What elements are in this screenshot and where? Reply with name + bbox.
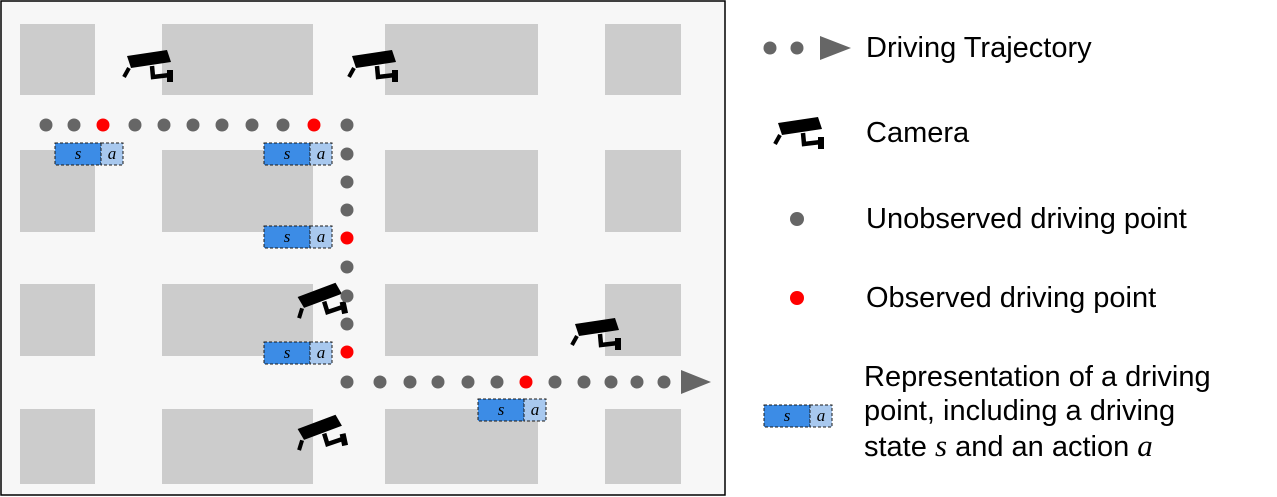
unobserved-point	[657, 375, 671, 389]
observed-point	[519, 375, 533, 389]
city-blocks	[20, 24, 681, 484]
unobserved-point	[39, 118, 53, 132]
unobserved-point	[630, 375, 644, 389]
map-frame	[0, 0, 726, 496]
unobserved-point	[157, 118, 171, 132]
unobserved-point	[215, 118, 229, 132]
observed-point	[340, 231, 354, 245]
state-symbol: s	[934, 428, 948, 464]
observed-point	[307, 118, 321, 132]
action-label: a	[317, 227, 326, 246]
unobserved-point	[276, 118, 290, 132]
legend-camera-label: Camera	[866, 117, 970, 149]
unobserved-point	[340, 203, 354, 217]
legend-unobserved-dot	[790, 212, 804, 226]
unobserved-point	[245, 118, 259, 132]
action-label: a	[531, 400, 540, 419]
state-label: s	[284, 343, 291, 362]
action-cell	[809, 404, 833, 428]
unobserved-point	[340, 118, 354, 132]
legend-dot	[763, 41, 777, 55]
legend-observed-label: Observed driving point	[866, 282, 1157, 314]
unobserved-point	[340, 289, 354, 303]
legend-camera-icon	[775, 117, 824, 149]
legend-dot	[790, 41, 804, 55]
unobserved-point	[340, 175, 354, 189]
action-label: a	[317, 144, 326, 163]
action-cell	[523, 398, 547, 422]
observed-point	[96, 118, 110, 132]
legend-representation-label: Representation of a driving point, inclu…	[864, 360, 1211, 465]
action-cell	[309, 142, 333, 166]
action-cell	[309, 341, 333, 365]
unobserved-point	[128, 118, 142, 132]
unobserved-point	[67, 118, 81, 132]
unobserved-point	[340, 147, 354, 161]
arrow-head-icon	[681, 370, 711, 394]
state-label: s	[784, 406, 791, 425]
state-label: s	[284, 144, 291, 163]
unobserved-point	[604, 375, 618, 389]
action-label: a	[317, 343, 326, 362]
unobserved-point	[340, 317, 354, 331]
unobserved-point	[340, 260, 354, 274]
unobserved-point	[403, 375, 417, 389]
state-label: s	[498, 400, 505, 419]
action-cell	[309, 225, 333, 249]
action-label: a	[817, 406, 826, 425]
unobserved-point	[461, 375, 475, 389]
unobserved-point	[373, 375, 387, 389]
unobserved-point	[490, 375, 504, 389]
legend-arrow-head-icon	[820, 36, 851, 60]
legend-trajectory-label: Driving Trajectory	[866, 32, 1092, 64]
unobserved-point	[548, 375, 562, 389]
trajectory-points	[39, 118, 671, 389]
legend-representation-line2: point, including a driving	[864, 395, 1176, 428]
unobserved-point	[431, 375, 445, 389]
legend-unobserved-label: Unobserved driving point	[866, 203, 1187, 235]
unobserved-point	[186, 118, 200, 132]
action-label: a	[108, 144, 117, 163]
legend-representation-line1: Representation of a driving	[864, 361, 1211, 393]
unobserved-point	[577, 375, 591, 389]
unobserved-point	[340, 375, 354, 389]
legend-observed-dot	[790, 291, 804, 305]
legend-representation-line3: state s and an action a	[864, 428, 1153, 464]
action-cell	[100, 142, 124, 166]
observed-point	[340, 345, 354, 359]
action-symbol: a	[1137, 428, 1153, 464]
state-label: s	[284, 227, 291, 246]
state-label: s	[75, 144, 82, 163]
